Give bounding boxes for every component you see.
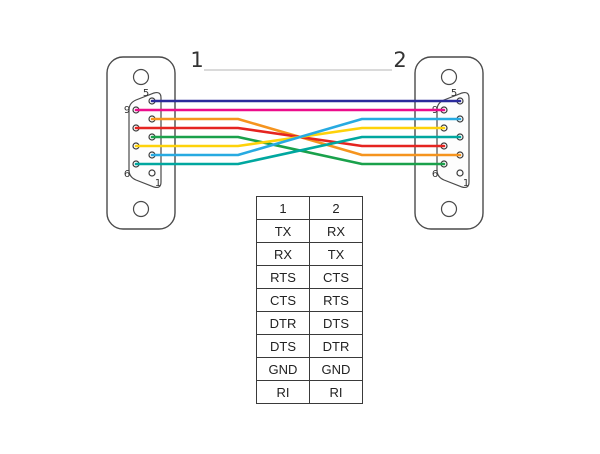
table-cell: RTS (256, 265, 310, 289)
table-cell: RI (309, 380, 363, 404)
pin (148, 169, 156, 177)
table-row: RTS CTS (256, 265, 363, 289)
connector-2: 5 9 6 1 (414, 56, 484, 230)
table-row: RX TX (256, 242, 363, 266)
pin-number-label: 9 (124, 105, 130, 116)
screw-hole-top-icon (132, 68, 150, 86)
table-cell: DTR (309, 334, 363, 358)
pin-number-label: 1 (155, 178, 161, 189)
table-cell: GND (309, 357, 363, 381)
table-cell: RX (256, 242, 310, 266)
pin-number-label: 1 (463, 178, 469, 189)
wire-teal (134, 135, 462, 166)
pin (456, 169, 464, 177)
connector-2-dshell (436, 91, 470, 189)
pin-number-label: 5 (143, 88, 149, 99)
table-row: DTS DTR (256, 334, 363, 358)
table-row: CTS RTS (256, 288, 363, 312)
pin-number-label: 6 (432, 169, 438, 180)
table-row: TX RX (256, 219, 363, 243)
pin-number-label: 5 (451, 88, 457, 99)
pin-number-label: 6 (124, 169, 130, 180)
table-cell: RI (256, 380, 310, 404)
connector-1: 5 9 6 1 (106, 56, 176, 230)
wire-cyan (150, 117, 462, 157)
table-row: GND GND (256, 357, 363, 381)
table-row: RI RI (256, 380, 363, 404)
table-header-connector-2: 2 (309, 196, 363, 220)
screw-hole-top-icon (440, 68, 458, 86)
pin-assignment-table: 1 2 TX RX RX TX RTS CTS CTS RTS DTR DTS … (256, 196, 363, 404)
table-row: DTR DTS (256, 311, 363, 335)
table-header-connector-1: 1 (256, 196, 310, 220)
table-cell: CTS (256, 288, 310, 312)
table-cell: DTR (256, 311, 310, 335)
table-header-row: 1 2 (256, 196, 363, 220)
screw-hole-bottom-icon (440, 200, 458, 218)
screw-hole-bottom-icon (132, 200, 150, 218)
connector-1-label: 1 (190, 48, 203, 72)
table-cell: DTS (256, 334, 310, 358)
table-cell: TX (256, 219, 310, 243)
connector-1-dshell (128, 91, 162, 189)
table-cell: GND (256, 357, 310, 381)
table-cell: RTS (309, 288, 363, 312)
table-cell: RX (309, 219, 363, 243)
table-cell: CTS (309, 265, 363, 289)
wire-bundle (134, 99, 462, 166)
connector-2-label: 2 (393, 48, 406, 72)
table-cell: TX (309, 242, 363, 266)
table-cell: DTS (309, 311, 363, 335)
